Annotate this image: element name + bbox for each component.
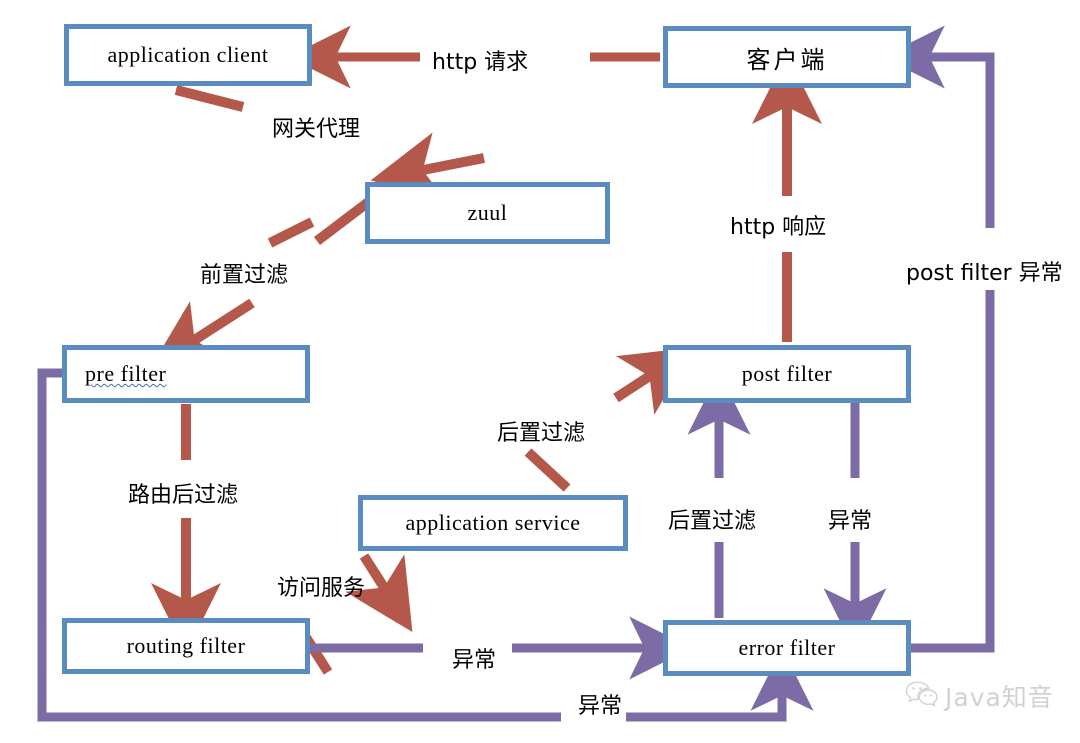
node-label-client-cn: 客户端 bbox=[746, 45, 828, 74]
edge-label-pre-route-filter: 前置过滤 bbox=[200, 263, 289, 288]
node-pre-filter[interactable]: pre filter bbox=[62, 345, 310, 403]
node-application-service[interactable]: application service bbox=[358, 495, 628, 551]
node-client-cn[interactable]: 客户端 bbox=[663, 26, 911, 88]
node-label-application-service: application service bbox=[405, 510, 581, 535]
node-error-filter[interactable]: error filter bbox=[663, 620, 911, 676]
watermark: Java知音 bbox=[905, 678, 1054, 714]
edge-label-exception-bottom: 异常 bbox=[578, 694, 623, 719]
node-routing-filter[interactable]: routing filter bbox=[62, 618, 310, 674]
wechat-icon bbox=[905, 680, 939, 713]
edge-label-exception-right: 异常 bbox=[828, 509, 873, 534]
node-label-post-filter: post filter bbox=[741, 361, 833, 386]
node-label-application-client: application client bbox=[107, 42, 269, 67]
node-label-error-filter: error filter bbox=[738, 635, 836, 660]
node-label-zuul: zuul bbox=[467, 200, 508, 225]
watermark-text: Java知音 bbox=[945, 683, 1054, 712]
edge-label-exception-mid: 异常 bbox=[452, 648, 497, 673]
edge-label-gateway-proxy: 网关代理 bbox=[272, 117, 361, 142]
node-label-routing-filter: routing filter bbox=[126, 633, 246, 658]
node-application-client[interactable]: application client bbox=[64, 24, 312, 86]
edge-label-post-route-filter-mid: 后置过滤 bbox=[497, 421, 586, 446]
edge-zuul-to-pre-filter bbox=[150, 217, 315, 369]
node-post-filter[interactable]: post filter bbox=[663, 345, 911, 403]
edge-error-filter-to-client bbox=[881, 25, 995, 653]
edge-label-post-filter-exception: post filter 异常 bbox=[906, 261, 1063, 286]
edge-label-http-response: http 响应 bbox=[730, 215, 827, 240]
edge-label-http-request: http 请求 bbox=[432, 50, 529, 75]
node-label-pre-filter: pre filter bbox=[85, 361, 167, 386]
edge-label-access-service: 访问服务 bbox=[277, 576, 366, 601]
edge-label-post-route-filter-right: 后置过滤 bbox=[668, 509, 757, 534]
edge-label-route-after-filter: 路由后过滤 bbox=[128, 483, 239, 508]
edge-application-service-to-post-filter bbox=[524, 347, 694, 492]
edge-pre-filter-to-error-filter bbox=[37, 368, 814, 722]
node-zuul[interactable]: zuul bbox=[365, 182, 610, 244]
